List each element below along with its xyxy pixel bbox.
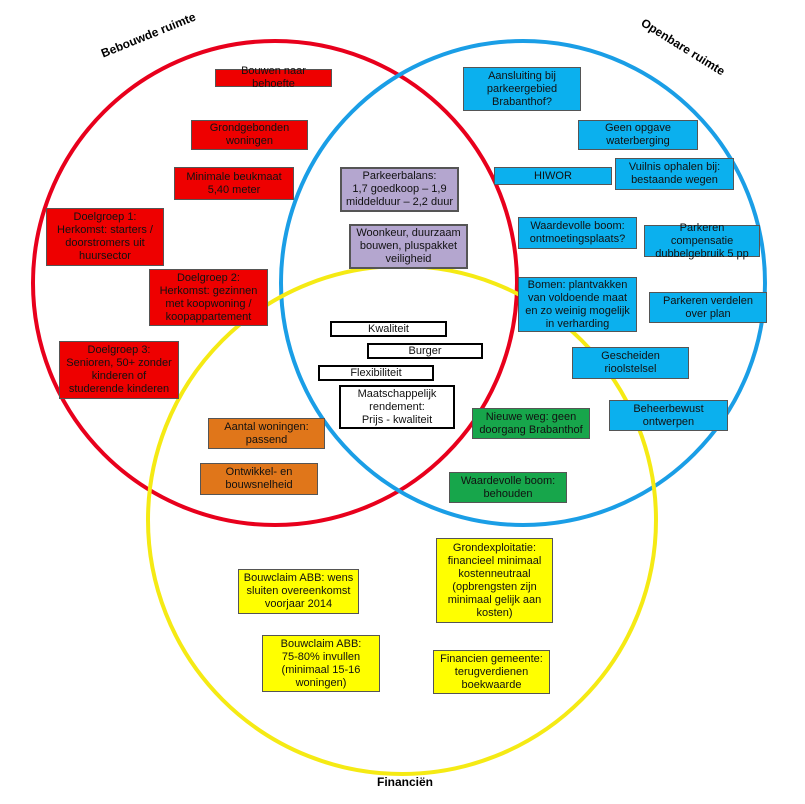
box-doelgroep-1: Doelgroep 1: Herkomst: starters / doorst… [46, 208, 164, 266]
box-gescheiden-rioolstelsel: Gescheiden rioolstelsel [572, 347, 689, 379]
box-aansluiting-parkeergebied: Aansluiting bij parkeergebied Brabanthof… [463, 67, 581, 111]
box-geen-opgave-waterberging: Geen opgave waterberging [578, 120, 698, 150]
box-bouwen-naar-behoefte: Bouwen naar behoefte [215, 65, 332, 90]
box-waardevolle-boom-ontmoetingsplaats: Waardevolle boom: ontmoetingsplaats? [518, 217, 637, 249]
box-bouwclaim-invullen: Bouwclaim ABB: 75-80% invullen (minimaal… [262, 635, 380, 692]
label-financien: Financiën [377, 775, 434, 789]
box-hiwor: HIWOR [494, 167, 612, 185]
box-burger: Burger [367, 343, 483, 359]
box-ontwikkel-bouwsnelheid: Ontwikkel- en bouwsnelheid [200, 463, 318, 495]
box-waardevolle-boom-behouden: Waardevolle boom: behouden [449, 472, 567, 503]
box-bouwclaim-wens: Bouwclaim ABB: wens sluiten overeenkomst… [238, 569, 359, 614]
box-parkeerbalans: Parkeerbalans: 1,7 goedkoop – 1,9 middel… [340, 167, 459, 212]
box-doelgroep-3: Doelgroep 3: Senioren, 50+ zonder kinder… [59, 341, 179, 399]
box-nieuwe-weg: Nieuwe weg: geen doorgang Brabanthof [472, 408, 590, 439]
box-flexibiliteit: Flexibiliteit [318, 365, 434, 381]
box-financien-gemeente: Financien gemeente: terugverdienen boekw… [433, 650, 550, 694]
box-parkeren-verdelen: Parkeren verdelen over plan [649, 292, 767, 323]
box-maatschappelijk-rendement: Maatschappelijk rendement: Prijs - kwali… [339, 385, 455, 429]
box-vuilnis-ophalen: Vuilnis ophalen bij: bestaande wegen [615, 158, 734, 190]
box-doelgroep-2: Doelgroep 2: Herkomst: gezinnen met koop… [149, 269, 268, 326]
box-grondgebonden-woningen: Grondgebonden woningen [191, 120, 308, 150]
box-woonkeur: Woonkeur, duurzaam bouwen, pluspakket ve… [349, 224, 468, 269]
circle-openbare-ruimte [279, 39, 767, 527]
box-beheerbewust-ontwerpen: Beheerbewust ontwerpen [609, 400, 728, 431]
box-kwaliteit: Kwaliteit [330, 321, 447, 337]
box-bomen-plantvakken: Bomen: plantvakken van voldoende maat en… [518, 277, 637, 332]
box-aantal-woningen: Aantal woningen: passend [208, 418, 325, 449]
box-parkeren-compensatie: Parkeren compensatie dubbelgebruik 5 pp [644, 222, 760, 260]
circle-bebouwde-ruimte [31, 39, 519, 527]
box-minimale-beukmaat: Minimale beukmaat 5,40 meter [174, 167, 294, 200]
box-grondexploitatie: Grondexploitatie: financieel minimaal ko… [436, 538, 553, 623]
